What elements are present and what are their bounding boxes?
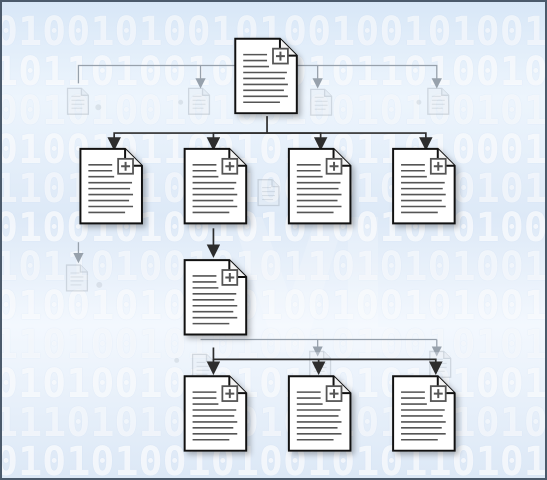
leaf-document-icon <box>287 375 352 452</box>
child-document-icon <box>183 147 248 225</box>
child-document-icon <box>79 147 143 225</box>
main-documents <box>79 37 456 452</box>
root-document-icon <box>234 37 298 115</box>
leaf-document-icon <box>183 375 248 452</box>
ghost-connector-node <box>178 99 184 105</box>
ghost-connector <box>317 64 442 89</box>
ghost-connector-node <box>95 104 102 111</box>
ghost-connector-node <box>174 357 180 363</box>
connector-arrow <box>267 132 328 151</box>
ghost-document-icon <box>310 88 333 116</box>
ghost-connector-node <box>416 99 422 105</box>
connector-arrow <box>107 116 268 151</box>
connector-arrow <box>212 347 443 376</box>
ghost-documents <box>65 87 452 381</box>
mid-document-icon <box>183 259 248 336</box>
ghost-document-icon <box>187 87 211 115</box>
leaf-document-icon <box>392 375 456 452</box>
ghost-document-icon <box>427 87 450 115</box>
child-document-icon <box>287 147 352 225</box>
child-document-icon <box>392 147 456 225</box>
connector-arrow <box>267 132 433 151</box>
ghost-connector <box>77 64 206 89</box>
connector-arrow <box>206 132 268 151</box>
ghost-connector-node <box>96 281 103 288</box>
ghost-document-icon <box>65 264 89 292</box>
ghost-document-icon <box>429 350 452 378</box>
ghost-document-icon <box>257 179 280 207</box>
ghost-document-icon <box>309 350 332 378</box>
ghost-document-icon <box>66 87 90 115</box>
primary-connector-layer <box>107 116 443 376</box>
